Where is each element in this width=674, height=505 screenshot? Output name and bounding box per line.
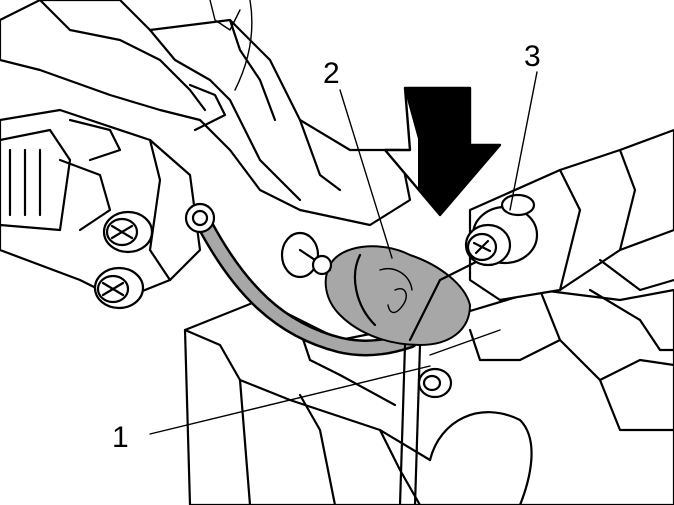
leader-line-3 [509,71,538,211]
small-nut [417,367,453,399]
connector-block [0,108,202,302]
arrow-down-icon [383,86,502,217]
screw-3 [464,193,539,267]
callout-3: 3 [524,40,541,73]
screw-upper [102,210,154,254]
leader-line-2 [339,89,393,259]
screw-lower [93,266,145,310]
callout-1: 1 [112,421,129,454]
leader-line-1 [149,365,431,435]
upper-housing [0,0,412,227]
grey-cable [184,202,419,357]
grey-clip-component [280,231,471,346]
callout-2: 2 [323,57,340,90]
